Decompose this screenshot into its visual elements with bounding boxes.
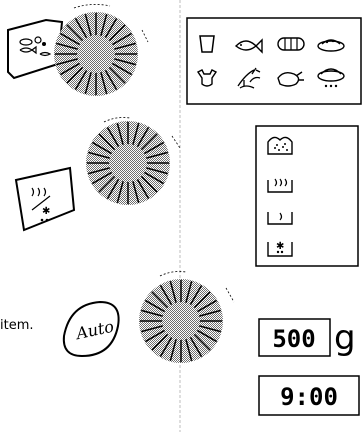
time-value: 9:00 [280,383,338,411]
rotate-right-arrow [172,136,180,148]
food-selector-card-icon [8,20,62,78]
food-category-panel [187,18,361,104]
rotate-right-arrow [142,30,148,42]
time-display: 9:00 [259,376,359,415]
item-label: item. [0,318,34,333]
mode-panel [256,126,358,266]
svg-text:✱: ✱ [276,241,284,252]
auto-button[interactable]: Auto [64,302,119,356]
rotate-right-arrow [226,288,234,302]
weight-display: 500 [259,319,330,356]
weight-value: 500 [272,325,315,353]
mode-selector-dial[interactable] [86,121,170,205]
rotate-left-arrow [160,272,186,277]
food-selector-dial[interactable] [54,12,138,96]
weight-unit: g [334,318,356,358]
rotate-left-arrow [74,4,110,8]
mode-selector-card-icon: ✱ [16,168,74,230]
svg-text:✱: ✱ [42,206,50,217]
auto-selector-dial[interactable] [139,279,223,363]
